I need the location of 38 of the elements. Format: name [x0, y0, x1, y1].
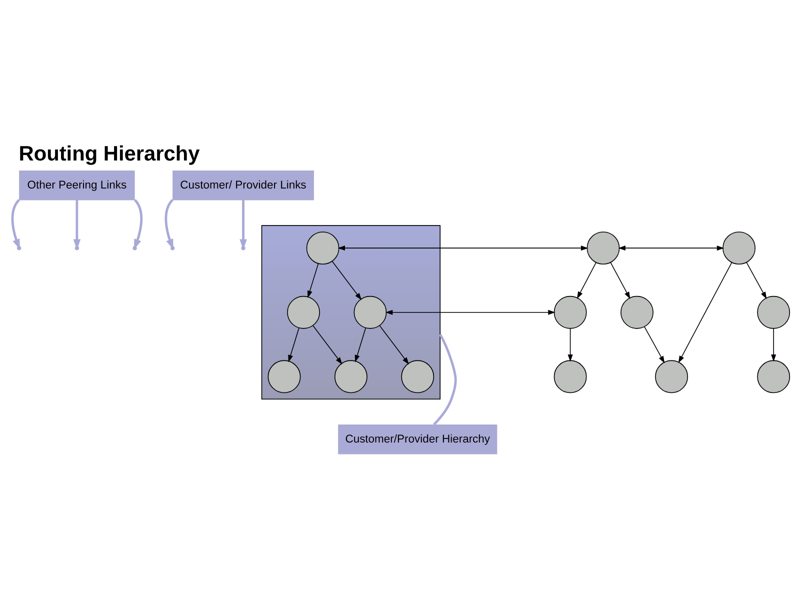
- node-circle: [757, 360, 790, 393]
- arrow: [164, 198, 174, 250]
- arrow: [771, 328, 776, 362]
- node-circle: [401, 360, 434, 393]
- node-box: Customer/ Provider Links: [172, 170, 314, 200]
- node-circle: [722, 231, 756, 264]
- node-box: Customer/Provider Hierarchy: [338, 424, 498, 454]
- node-circle: [354, 295, 387, 328]
- node-circle: [757, 295, 790, 328]
- cluster: [261, 224, 441, 400]
- arrow: [644, 326, 665, 363]
- connector: [433, 333, 457, 425]
- arrow: [379, 324, 410, 364]
- node-circle: [554, 295, 587, 328]
- node-circle: [268, 360, 301, 393]
- node-circle: [287, 295, 320, 328]
- arrow: [576, 262, 596, 298]
- arrow: [11, 198, 20, 250]
- arrow: [307, 262, 319, 298]
- arrow: [746, 262, 767, 299]
- arrow: [568, 328, 573, 362]
- diagram-title: Routing Hierarchy: [18, 142, 200, 165]
- node-box: Other Peering Links: [19, 170, 135, 200]
- arrow: [288, 327, 300, 362]
- node-circle: [655, 360, 688, 393]
- arrow: [618, 245, 724, 250]
- arrow: [610, 262, 630, 299]
- arrow: [678, 262, 732, 363]
- node-circle: [334, 360, 368, 393]
- arrow: [312, 324, 342, 364]
- node-circle: [586, 231, 620, 264]
- node-circle: [554, 360, 587, 393]
- node-circle: [620, 295, 654, 328]
- arrow: [332, 260, 362, 300]
- arrow: [338, 245, 588, 250]
- node-circle: [306, 231, 340, 264]
- arrow: [354, 327, 366, 362]
- arrow: [385, 309, 556, 314]
